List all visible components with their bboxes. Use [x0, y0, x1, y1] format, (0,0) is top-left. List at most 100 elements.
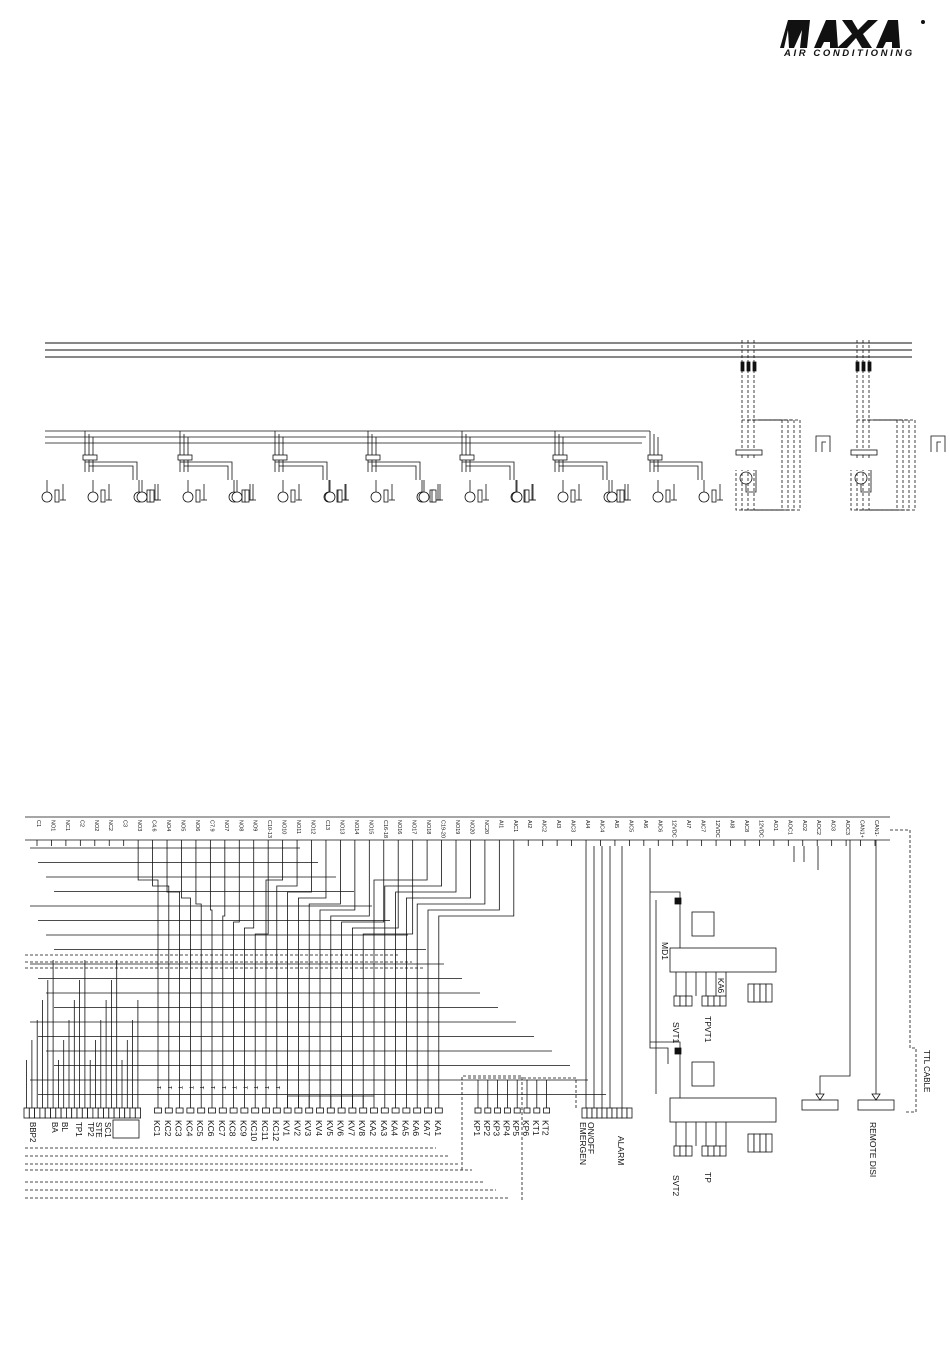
driver-aux-box	[691, 911, 715, 937]
breaker-block	[272, 454, 288, 461]
ttl-cable-label: TTL CABLE	[922, 1050, 931, 1092]
terminal-label: C3	[122, 820, 128, 827]
terminal-strip	[665, 489, 671, 503]
maxa-logo: AIR CONDITIONING	[780, 18, 930, 62]
left-terminal-block	[34, 1107, 41, 1119]
device-label: KA6	[716, 978, 725, 994]
feed-wire	[368, 461, 421, 480]
kp-label: KT1	[531, 1120, 541, 1136]
control-terminal	[596, 1107, 603, 1119]
driver-connector	[753, 1133, 761, 1153]
onoff-label: ON/OFF	[586, 1122, 596, 1154]
left-terminal-block	[129, 1107, 136, 1119]
coil-terminal	[154, 1107, 162, 1114]
can-wire	[819, 840, 851, 1100]
dashed-loop	[741, 419, 789, 511]
fuse-symbol	[752, 361, 757, 372]
contact-bridge	[330, 1095, 342, 1108]
contact-bridge	[297, 1095, 310, 1108]
left-terminal-block	[39, 1107, 46, 1119]
aux-contact	[930, 435, 946, 452]
kp-enclosure	[468, 1077, 577, 1110]
terminal-label: C4.6	[151, 820, 157, 832]
aux-contact	[815, 435, 831, 452]
control-wire	[341, 846, 385, 1108]
fuse-symbol	[746, 361, 751, 372]
coil-terminal	[208, 1107, 216, 1114]
control-wire	[427, 846, 500, 1108]
driver-aux-box	[691, 1061, 715, 1087]
kp-terminal	[543, 1107, 550, 1114]
control-wire	[308, 846, 341, 1108]
coil-terminal	[337, 1107, 346, 1114]
dashed-loop	[856, 419, 904, 511]
motor-lead	[745, 470, 757, 493]
terminal-label: AO2	[801, 820, 807, 831]
contact-mark: T	[241, 1086, 247, 1090]
driver-plug	[685, 995, 693, 1007]
terminal-label: C7.9	[208, 820, 214, 832]
driver-module	[669, 1097, 777, 1123]
motor-symbol	[606, 491, 618, 503]
driver-plug	[713, 1145, 721, 1157]
coil-label: KC1	[152, 1120, 162, 1137]
motor-symbol	[277, 491, 289, 503]
driver-plug	[707, 995, 715, 1007]
terminal-label: NO17	[411, 820, 417, 834]
feed-wire	[654, 465, 699, 480]
motor-symbol	[41, 491, 53, 503]
terminal-label: AI4	[584, 820, 590, 828]
contact-mark: T	[220, 1086, 226, 1090]
motor-symbol	[652, 491, 664, 503]
control-wire	[362, 846, 414, 1108]
control-wire	[330, 846, 370, 1108]
coil-label: KA1	[433, 1120, 443, 1136]
left-terminal-block	[28, 1107, 35, 1119]
aux-contact	[936, 441, 941, 452]
kp-terminal	[513, 1107, 521, 1114]
terminal-label: AIC8	[743, 820, 749, 832]
terminal-strip	[290, 489, 296, 503]
terminal-label: C1	[35, 820, 41, 827]
terminal-label: C19-20	[440, 820, 446, 838]
driver-plug	[713, 995, 721, 1007]
control-wire	[243, 846, 255, 1108]
driver-connector	[765, 983, 773, 1003]
terminal-label: C16-18	[382, 820, 388, 838]
terminal-label: AO3	[830, 820, 836, 831]
left-terminal-block	[23, 1107, 30, 1119]
left-terminal-block	[108, 1107, 115, 1119]
terminal-label: AIC3	[570, 820, 576, 832]
coil-terminal	[197, 1107, 206, 1114]
control-wire	[137, 846, 159, 1108]
left-connector	[112, 1119, 140, 1139]
kp-label: KT2	[541, 1120, 551, 1136]
kp-terminal	[523, 1107, 531, 1114]
terminal-label: AO1	[772, 820, 778, 831]
control-wire	[384, 846, 442, 1108]
breaker-block	[552, 454, 568, 461]
contact-bridge	[341, 1095, 353, 1108]
left-label: BL	[60, 1122, 69, 1132]
kp-enclosure	[461, 1075, 523, 1200]
contact-bridge	[319, 1095, 331, 1108]
control-wire	[233, 846, 240, 1108]
kp-terminal	[533, 1107, 541, 1114]
kp-terminal	[484, 1107, 492, 1114]
coil-terminal	[262, 1107, 270, 1114]
coil-terminal	[402, 1107, 411, 1114]
control-terminal	[621, 1107, 628, 1119]
coil-label: KC5	[195, 1120, 205, 1137]
control-wire	[297, 846, 327, 1108]
driver-plug	[719, 995, 727, 1007]
terminal-label: NO1	[49, 820, 55, 831]
control-terminal	[586, 1107, 593, 1119]
left-terminal-block	[44, 1107, 51, 1119]
control-terminal	[581, 1107, 588, 1119]
left-terminal-block	[92, 1107, 99, 1119]
dashed-loop	[747, 419, 795, 511]
feed-wire	[650, 461, 703, 480]
remote-box-1	[801, 1099, 839, 1111]
terminal-label: NO10	[281, 820, 287, 834]
contact-bridge	[362, 1095, 374, 1108]
